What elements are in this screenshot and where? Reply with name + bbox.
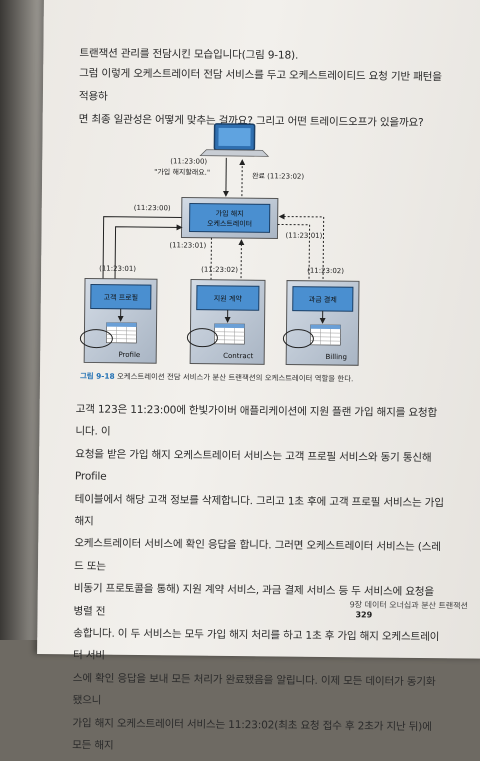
request-time: (11:23:00): [170, 157, 207, 165]
caption-label: 그림 9-18: [80, 371, 115, 380]
body-line: 가입 해지 오케스트레이터 서비스는 11:23:02(최초 요청 접수 후 2…: [72, 712, 442, 761]
service-contract: 지원 계약 Contract: [187, 280, 265, 365]
page-number: 329: [355, 610, 372, 619]
service-billing: 과금 결제 Billing: [283, 281, 359, 366]
orchestration-diagram: (11:23:00) "가입 해지할래요." 완료 (11:23:02) 가입 …: [40, 114, 480, 369]
user-quote: "가입 해지할래요.": [154, 167, 210, 177]
time-right: (11:23:01): [285, 232, 322, 240]
table-icon: [310, 325, 340, 345]
db-contract-label: Contract: [223, 352, 253, 360]
orchestrator-line1: 가입 해지: [216, 209, 244, 218]
time-contract: (11:23:02): [201, 266, 238, 274]
body-line: 송합니다. 이 두 서비스는 모두 가입 해지 처리를 하고 1초 후 가입 해…: [73, 622, 443, 671]
body-line: 고객 123은 11:23:00에 한빛가이버 애플리케이션에 지원 플랜 가입…: [75, 398, 445, 447]
body-line: 오케스트레이터 서비스에 확인 응답을 합니다. 그러면 오케스트레이터 서비스…: [74, 533, 444, 582]
chapter-title: 9장 데이터 오너십과 분산 트랜잭션: [350, 600, 468, 610]
table-icon: [214, 324, 244, 344]
page-footer: 9장 데이터 오너십과 분산 트랜잭션329: [349, 599, 480, 620]
done-label: 완료 (11:23:02): [252, 172, 304, 181]
service-contract-label: 지원 계약: [214, 294, 243, 303]
time-billing: (11:23:02): [307, 267, 344, 275]
book-page: 트랜잭션 관리를 전담시킨 모습입니다(그림 9-18). 그럼 이렇게 오케스…: [37, 0, 480, 659]
service-profile-label: 고객 프로필: [104, 293, 139, 302]
orchestrator-line2: 오케스트레이터: [207, 219, 252, 228]
figure-caption: 그림 9-18 오케스트레이션 전담 서비스가 분산 트랜잭션의 오케스트레이터…: [80, 370, 354, 384]
body-line: 스에 확인 응답을 보내 모든 처리가 완료됐음을 알립니다. 이제 모든 데이…: [72, 667, 442, 716]
body-line: 테이블에서 해당 고객 정보를 삭제합니다. 그리고 1초 후에 고객 프로필 …: [74, 488, 444, 537]
db-profile-label: Profile: [118, 351, 140, 359]
service-profile: 고객 프로필 Profile: [80, 278, 157, 363]
time-profile: (11:23:01): [99, 265, 136, 273]
orchestrator-box: 가입 해지 오케스트레이터: [181, 197, 277, 238]
body-paragraph: 고객 123은 11:23:00에 한빛가이버 애플리케이션에 지원 플랜 가입…: [72, 398, 446, 760]
table-icon: [106, 323, 136, 343]
body-line: 요청을 받은 가입 해지 오케스트레이터 서비스는 고객 프로필 서비스와 동기…: [75, 443, 445, 492]
laptop-icon: [200, 124, 268, 157]
text-line: 그럼 이렇게 오케스트레이터 전담 서비스를 두고 오케스트레이티드 요청 기반…: [79, 62, 449, 112]
time-left-bottom: (11:23:01): [169, 241, 206, 249]
service-billing-label: 과금 결제: [309, 295, 337, 304]
time-left: (11:23:00): [134, 204, 171, 212]
db-billing-label: Billing: [325, 353, 347, 361]
caption-text: 오케스트레이션 전담 서비스가 분산 트랜잭션의 오케스트레이터 역할을 한다.: [115, 372, 354, 383]
